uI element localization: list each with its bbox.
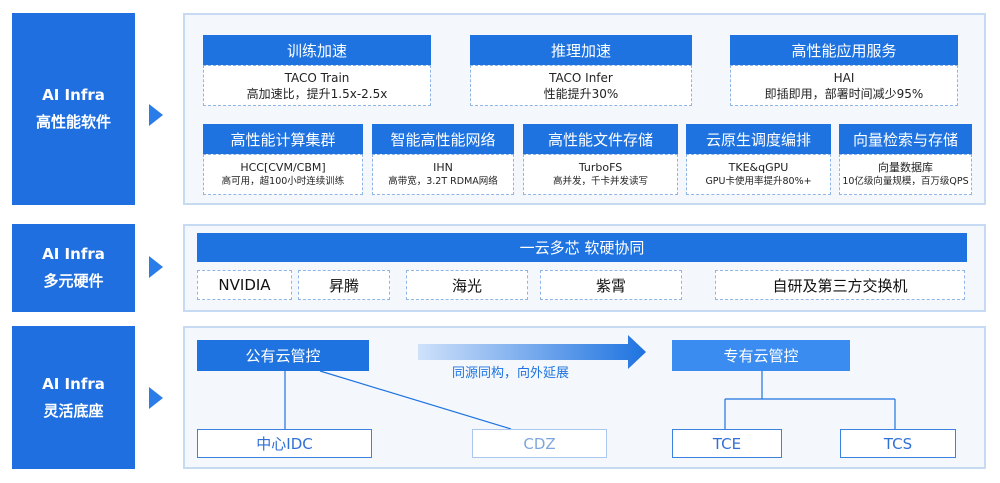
chevron-right-icon (149, 104, 163, 126)
hardware-item-zixiao: 紫霄 (540, 270, 682, 300)
training-acceleration-detail: TACO Train 高加速比，提升1.5x-2.5x (203, 65, 431, 106)
hardware-item-switches: 自研及第三方交换机 (715, 270, 965, 300)
hpc-cluster-detail: HCC[CVM/CBM] 高可用，超100小时连续训练 (203, 154, 363, 195)
vector-search-detail: 向量数据库 10亿级向量规模，百万级QPS (839, 154, 972, 195)
layer-label-hardware-line1: AI Infra (42, 245, 105, 263)
training-acceleration-product: TACO Train (284, 70, 350, 85)
arrow-right-icon (418, 335, 646, 369)
cloud-native-scheduling-desc: GPU卡使用率提升80%+ (705, 175, 812, 187)
hardware-item-hygon: 海光 (406, 270, 528, 300)
hardware-item-ascend: 昇腾 (298, 270, 390, 300)
layer-label-software-line2: 高性能软件 (35, 113, 111, 131)
layer-label-hardware: AI Infra 多元硬件 (12, 224, 135, 312)
smart-network-detail: IHN 高带宽，3.2T RDMA网络 (372, 154, 514, 195)
arrow-label: 同源同构，向外延展 (452, 366, 570, 381)
training-acceleration-title: 训练加速 (203, 35, 431, 65)
inference-acceleration-product: TACO Infer (549, 70, 613, 85)
training-acceleration-desc: 高加速比，提升1.5x-2.5x (246, 86, 388, 101)
hardware-item-nvidia: NVIDIA (197, 270, 292, 300)
public-cloud-control: 公有云管控 (197, 340, 369, 371)
vector-search-title: 向量检索与存储 (839, 124, 972, 154)
layer-label-software: AI Infra 高性能软件 (12, 13, 135, 205)
cloud-native-scheduling-product: TKE&qGPU (728, 160, 789, 174)
layer-label-base-line1: AI Infra (42, 374, 105, 393)
cloud-native-scheduling-detail: TKE&qGPU GPU卡使用率提升80%+ (686, 154, 831, 195)
vector-search-desc: 10亿级向量规模，百万级QPS (842, 175, 969, 187)
hpc-app-service-detail: HAI 即插即用，部署时间减少95% (730, 65, 958, 106)
file-storage-product: TurboFS (578, 160, 623, 174)
inference-acceleration-title: 推理加速 (470, 35, 692, 65)
file-storage-detail: TurboFS 高并发，千卡并发读写 (523, 154, 678, 195)
target-tcs: TCS (840, 429, 956, 458)
smart-network-product: IHN (433, 160, 453, 174)
layer-label-software-line1: AI Infra (42, 86, 105, 104)
inference-acceleration-detail: TACO Infer 性能提升30% (470, 65, 692, 106)
target-tce: TCE (672, 429, 782, 458)
target-cdz: CDZ (472, 429, 607, 458)
hardware-banner: 一云多芯 软硬协同 (197, 233, 967, 262)
hpc-cluster-desc: 高可用，超100小时连续训练 (221, 175, 345, 187)
cloud-native-scheduling-title: 云原生调度编排 (686, 124, 831, 154)
hpc-app-service-desc: 即插即用，部署时间减少95% (764, 86, 924, 101)
hpc-cluster-product: HCC[CVM/CBM] (240, 160, 326, 174)
layer-label-hardware-line2: 多元硬件 (43, 272, 104, 290)
hpc-app-service-title: 高性能应用服务 (730, 35, 958, 65)
file-storage-desc: 高并发，千卡并发读写 (552, 175, 648, 187)
chevron-right-icon (149, 256, 163, 278)
layer-label-base-line2: 灵活底座 (43, 401, 104, 420)
hpc-app-service-product: HAI (833, 70, 855, 85)
layer-label-base: AI Infra 灵活底座 (12, 326, 135, 469)
hpc-cluster-title: 高性能计算集群 (203, 124, 363, 154)
smart-network-desc: 高带宽，3.2T RDMA网络 (388, 175, 498, 187)
chevron-right-icon (149, 387, 163, 409)
private-cloud-control: 专有云管控 (672, 340, 850, 371)
target-center-idc: 中心IDC (197, 429, 372, 458)
smart-network-title: 智能高性能网络 (372, 124, 514, 154)
file-storage-title: 高性能文件存储 (523, 124, 678, 154)
inference-acceleration-desc: 性能提升30% (543, 86, 619, 101)
vector-search-product: 向量数据库 (878, 160, 933, 174)
